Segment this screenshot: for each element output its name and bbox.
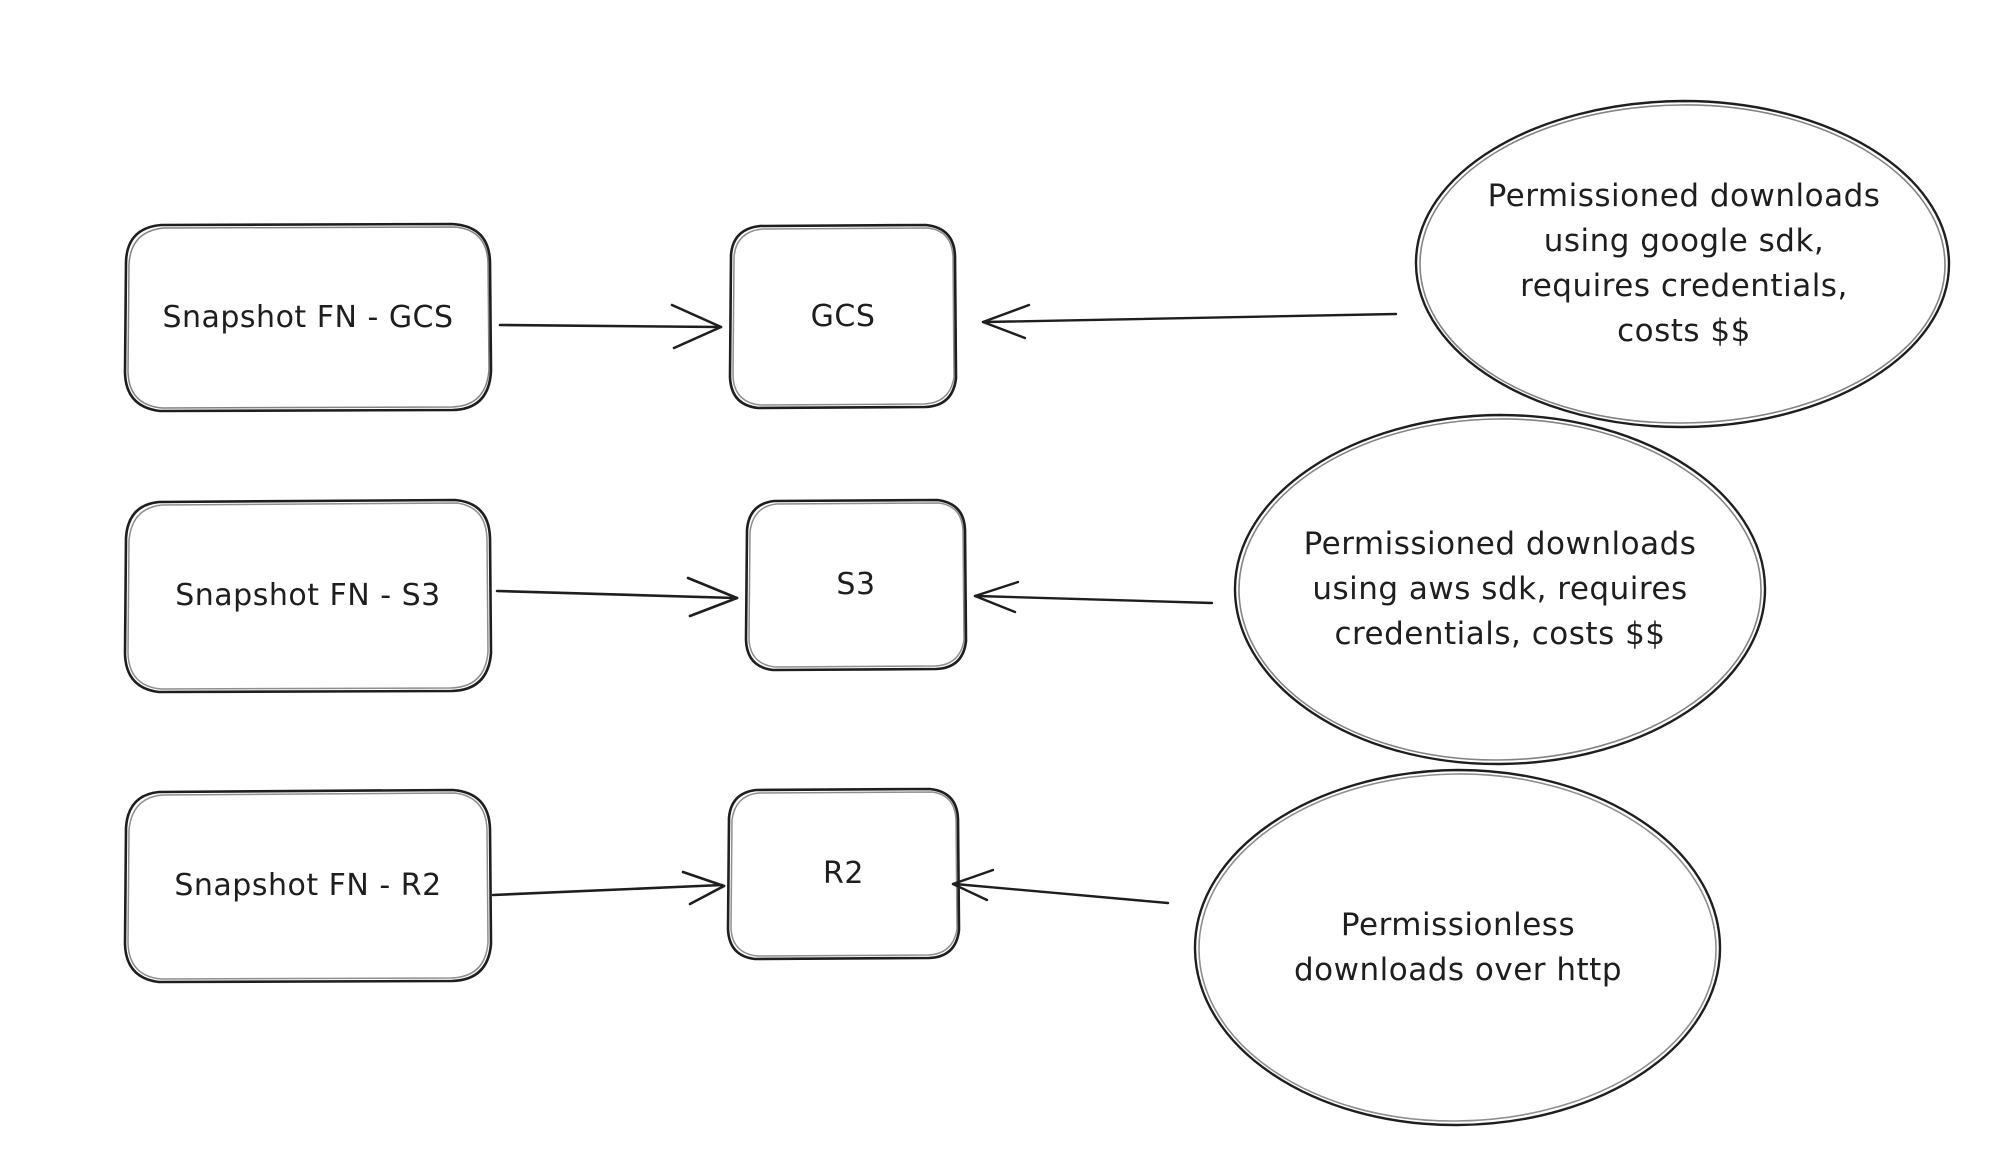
- node-r2-shape[interactable]: [726, 787, 961, 961]
- arrow-snapshot-s3-to-s3: [495, 576, 739, 618]
- node-gcs-shape[interactable]: [728, 223, 958, 410]
- node-s3-shape[interactable]: [744, 498, 968, 672]
- node-snapshot-fn-gcs-shape[interactable]: [123, 222, 493, 413]
- arrow-snapshot-gcs-to-gcs: [498, 303, 723, 350]
- note-gcs-shape[interactable]: [1414, 99, 1951, 429]
- note-r2-shape[interactable]: [1193, 768, 1722, 1127]
- note-s3-shape[interactable]: [1233, 413, 1767, 766]
- node-snapshot-fn-r2-shape[interactable]: [123, 788, 493, 984]
- arrow-note-r2-to-r2: [951, 868, 1170, 905]
- arrow-note-gcs-to-gcs: [981, 303, 1398, 340]
- arrow-snapshot-r2-to-r2: [491, 870, 726, 906]
- node-snapshot-fn-s3-shape[interactable]: [123, 498, 493, 694]
- arrow-note-s3-to-s3: [973, 580, 1214, 614]
